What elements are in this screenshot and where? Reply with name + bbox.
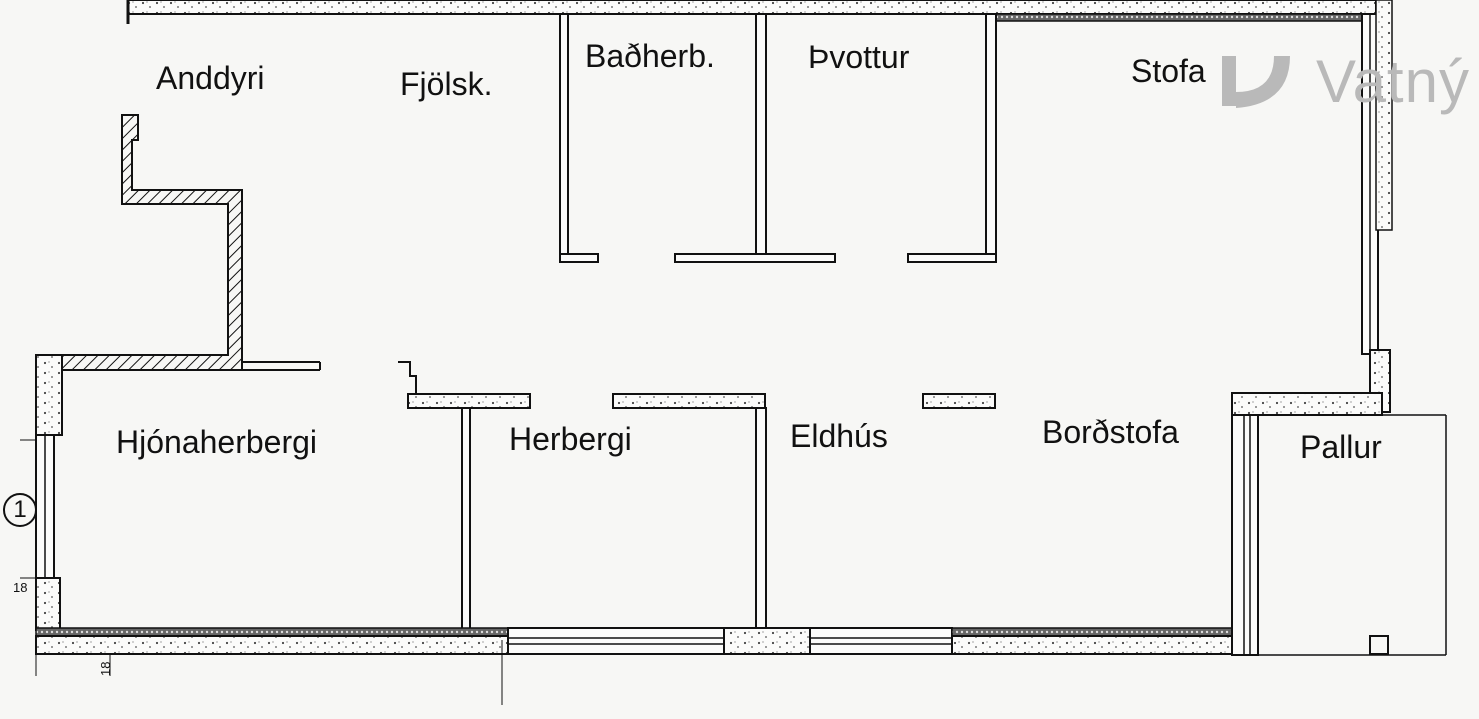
room-label-stofa: Stofa	[1131, 53, 1206, 89]
room-label-fjolsk: Fjölsk.	[400, 66, 493, 102]
interior-corridor-walls	[398, 361, 996, 631]
room-label-bordstofa: Borðstofa	[1042, 414, 1179, 450]
right-exterior-wall	[1361, 0, 1393, 413]
vatny-logo-icon	[1222, 56, 1290, 108]
room-label-thvottur: Þvottur	[808, 39, 910, 75]
room-label-badherb: Baðherb.	[585, 38, 715, 74]
vatny-watermark: Vatný	[1316, 48, 1470, 115]
room-label-herbergi: Herbergi	[509, 421, 632, 457]
bathroom-laundry-walls	[559, 13, 997, 263]
room-label-hjonaherbergi: Hjónaherbergi	[116, 424, 318, 460]
pallur-deck-walls	[1231, 392, 1447, 656]
entrance-hatched-walls	[47, 114, 321, 371]
bottom-exterior-wall	[35, 627, 1259, 655]
axis-marker-label: 1	[13, 496, 27, 523]
dimension-bottom-wall: 18	[98, 661, 113, 676]
room-label-eldhus: Eldhús	[790, 418, 888, 454]
dimension-lines	[20, 439, 503, 705]
room-label-pallur: Pallur	[1300, 429, 1382, 465]
top-exterior-wall	[126, 0, 1377, 24]
room-label-anddyri: Anddyri	[156, 60, 265, 96]
axis-marker: 1	[3, 493, 37, 527]
dimension-left-wall: 18	[13, 580, 28, 595]
left-exterior-wall	[35, 354, 63, 631]
